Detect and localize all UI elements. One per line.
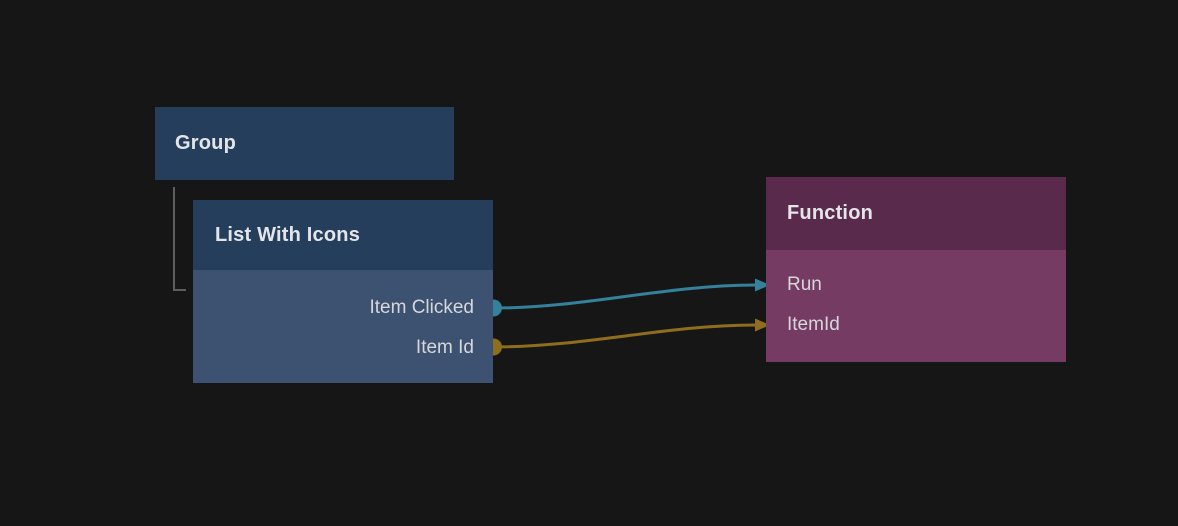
wire-item-clicked-to-run[interactable] <box>493 283 757 310</box>
output-port-label: Item Clicked <box>369 297 474 318</box>
node-function[interactable]: Function Run ItemId <box>766 177 1066 362</box>
input-port-run[interactable]: Run <box>787 265 1066 305</box>
node-list-with-icons[interactable]: List With Icons Item Clicked Item Id <box>193 200 493 383</box>
wire-item-id-to-itemid[interactable] <box>492 323 757 349</box>
input-port-label: Run <box>787 274 822 295</box>
node-list-with-icons-body: Item Clicked Item Id <box>193 270 493 383</box>
node-group-title: Group <box>175 132 236 154</box>
output-port-item-clicked[interactable]: Item Clicked <box>193 288 474 328</box>
output-port-label: Item Id <box>415 337 474 358</box>
group-hierarchy-connector-line <box>173 187 186 291</box>
node-function-body: Run ItemId <box>766 250 1066 362</box>
output-port-item-id[interactable]: Item Id <box>193 328 474 368</box>
node-group-header[interactable]: Group <box>155 107 454 180</box>
node-group[interactable]: Group <box>155 107 454 180</box>
node-list-with-icons-title: List With Icons <box>215 223 361 246</box>
node-function-title: Function <box>787 202 874 224</box>
input-port-itemid[interactable]: ItemId <box>787 305 1066 345</box>
node-function-header[interactable]: Function <box>766 177 1066 250</box>
node-list-with-icons-header[interactable]: List With Icons <box>193 200 493 270</box>
input-port-label: ItemId <box>787 314 840 335</box>
